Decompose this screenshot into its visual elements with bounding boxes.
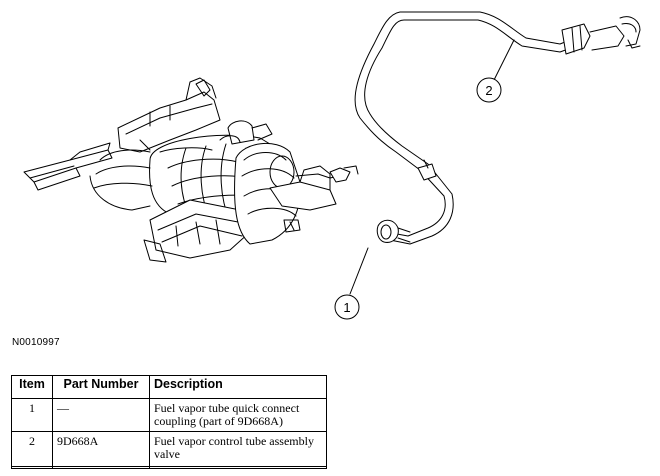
callout-2-circle: [476, 77, 502, 103]
callout-2-leader: [493, 39, 515, 81]
callout-1-leader: [349, 247, 369, 295]
canister-assembly: [23, 77, 359, 263]
callout-1-circle: [334, 294, 360, 320]
header-description: Description: [149, 375, 327, 399]
table-row: 2 9D668A Fuel vapor control tube assembl…: [11, 431, 327, 467]
table-row: 1 — Fuel vapor tube quick connect coupli…: [11, 398, 327, 432]
row-item: 2: [11, 431, 53, 467]
parts-table: Item Part Number Description 1 — Fuel va…: [11, 375, 327, 469]
row-part-number: —: [52, 398, 150, 432]
header-item: Item: [11, 375, 53, 399]
row-item: 1: [11, 398, 53, 432]
figure-id: N0010997: [12, 337, 60, 348]
fuel-vapor-diagram: 1 2: [23, 11, 641, 320]
row-description: Fuel vapor control tube assembly valve: [149, 431, 327, 467]
row-description: Fuel vapor tube quick connect coupling (…: [149, 398, 327, 432]
table-header-row: Item Part Number Description: [11, 375, 327, 399]
table-row-empty: [11, 466, 327, 469]
header-part-number: Part Number: [52, 375, 150, 399]
callout-2-label: 2: [485, 83, 492, 98]
fuel-vapor-tube: [354, 11, 641, 245]
row-part-number: 9D668A: [52, 431, 150, 467]
callout-1-label: 1: [343, 300, 350, 315]
